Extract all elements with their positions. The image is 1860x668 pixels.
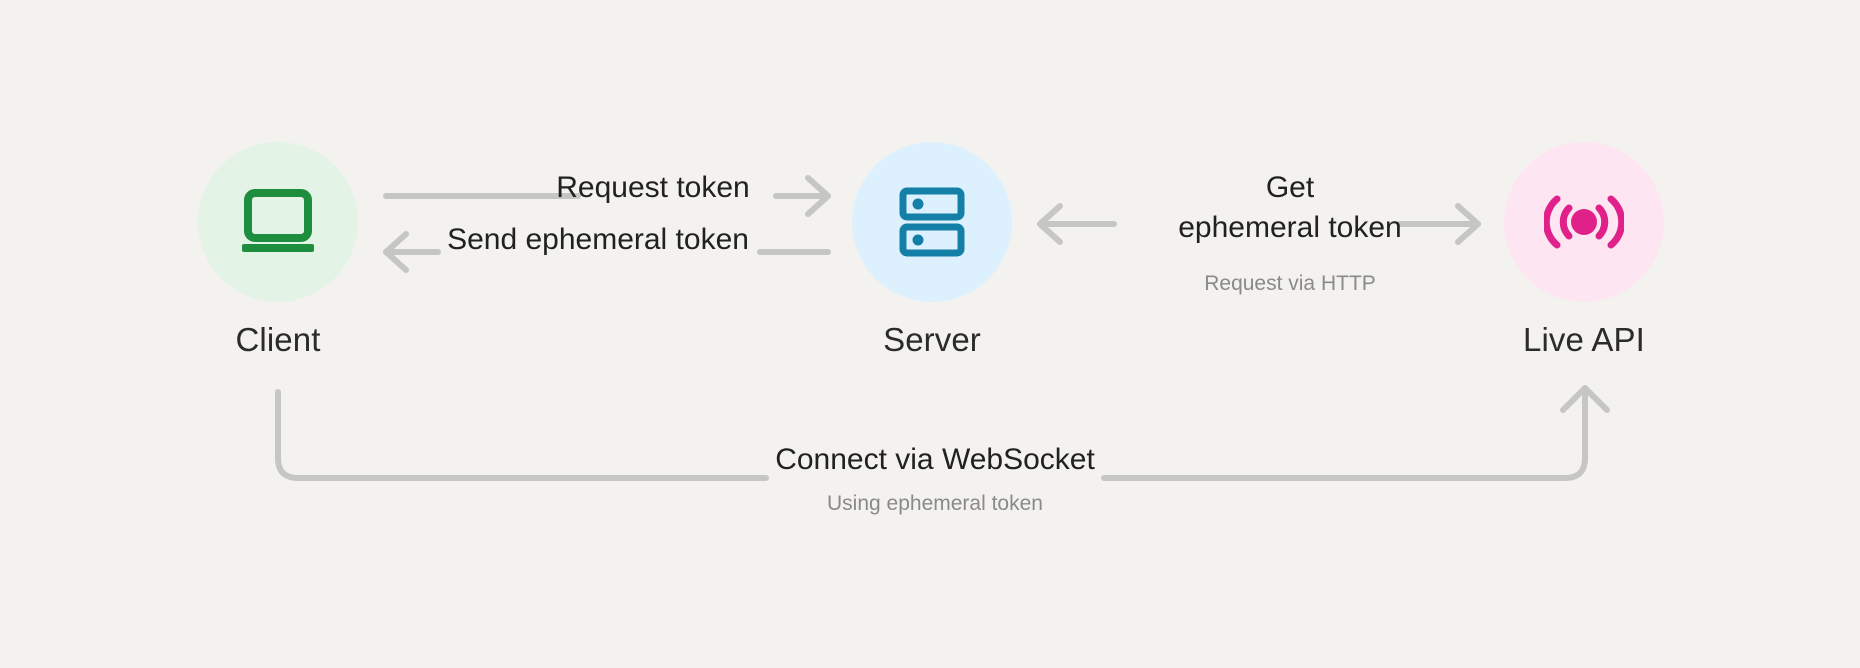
broadcast-signal-icon [1544,195,1624,249]
node-live-api[interactable]: Live API [1504,142,1664,360]
client-circle [198,142,358,302]
laptop-icon [242,189,314,252]
edge-request-token [383,175,831,217]
edge-label-request-token: Request token [556,171,750,204]
node-server-label: Server [883,321,981,358]
edge-send-ephemeral-token [383,231,831,273]
node-client[interactable]: Client [198,142,358,360]
server-rack-icon [899,187,965,257]
edge-connect-websocket [275,385,1610,481]
server-circle [852,142,1012,302]
get-token-line-2: ephemeral token [1178,211,1402,244]
edge-label-get-ephemeral-token: Get ephemeral token [1170,168,1410,248]
get-token-line-1: Get [1265,171,1315,204]
edge-label-send-ephemeral-token: Send ephemeral token [447,223,749,256]
node-client-label: Client [235,321,321,358]
live-api-circle [1504,142,1664,302]
edge-label-connect-websocket: Connect via WebSocket [775,443,1095,476]
edge-get-ephemeral-token-left [1037,203,1117,245]
node-server[interactable]: Server [852,142,1012,360]
edge-sublabel-using-ephemeral-token: Using ephemeral token [827,492,1043,515]
edge-sublabel-request-via-http: Request via HTTP [1204,272,1376,295]
node-live-api-label: Live API [1523,321,1645,358]
edge-get-ephemeral-token-right [1397,203,1481,245]
